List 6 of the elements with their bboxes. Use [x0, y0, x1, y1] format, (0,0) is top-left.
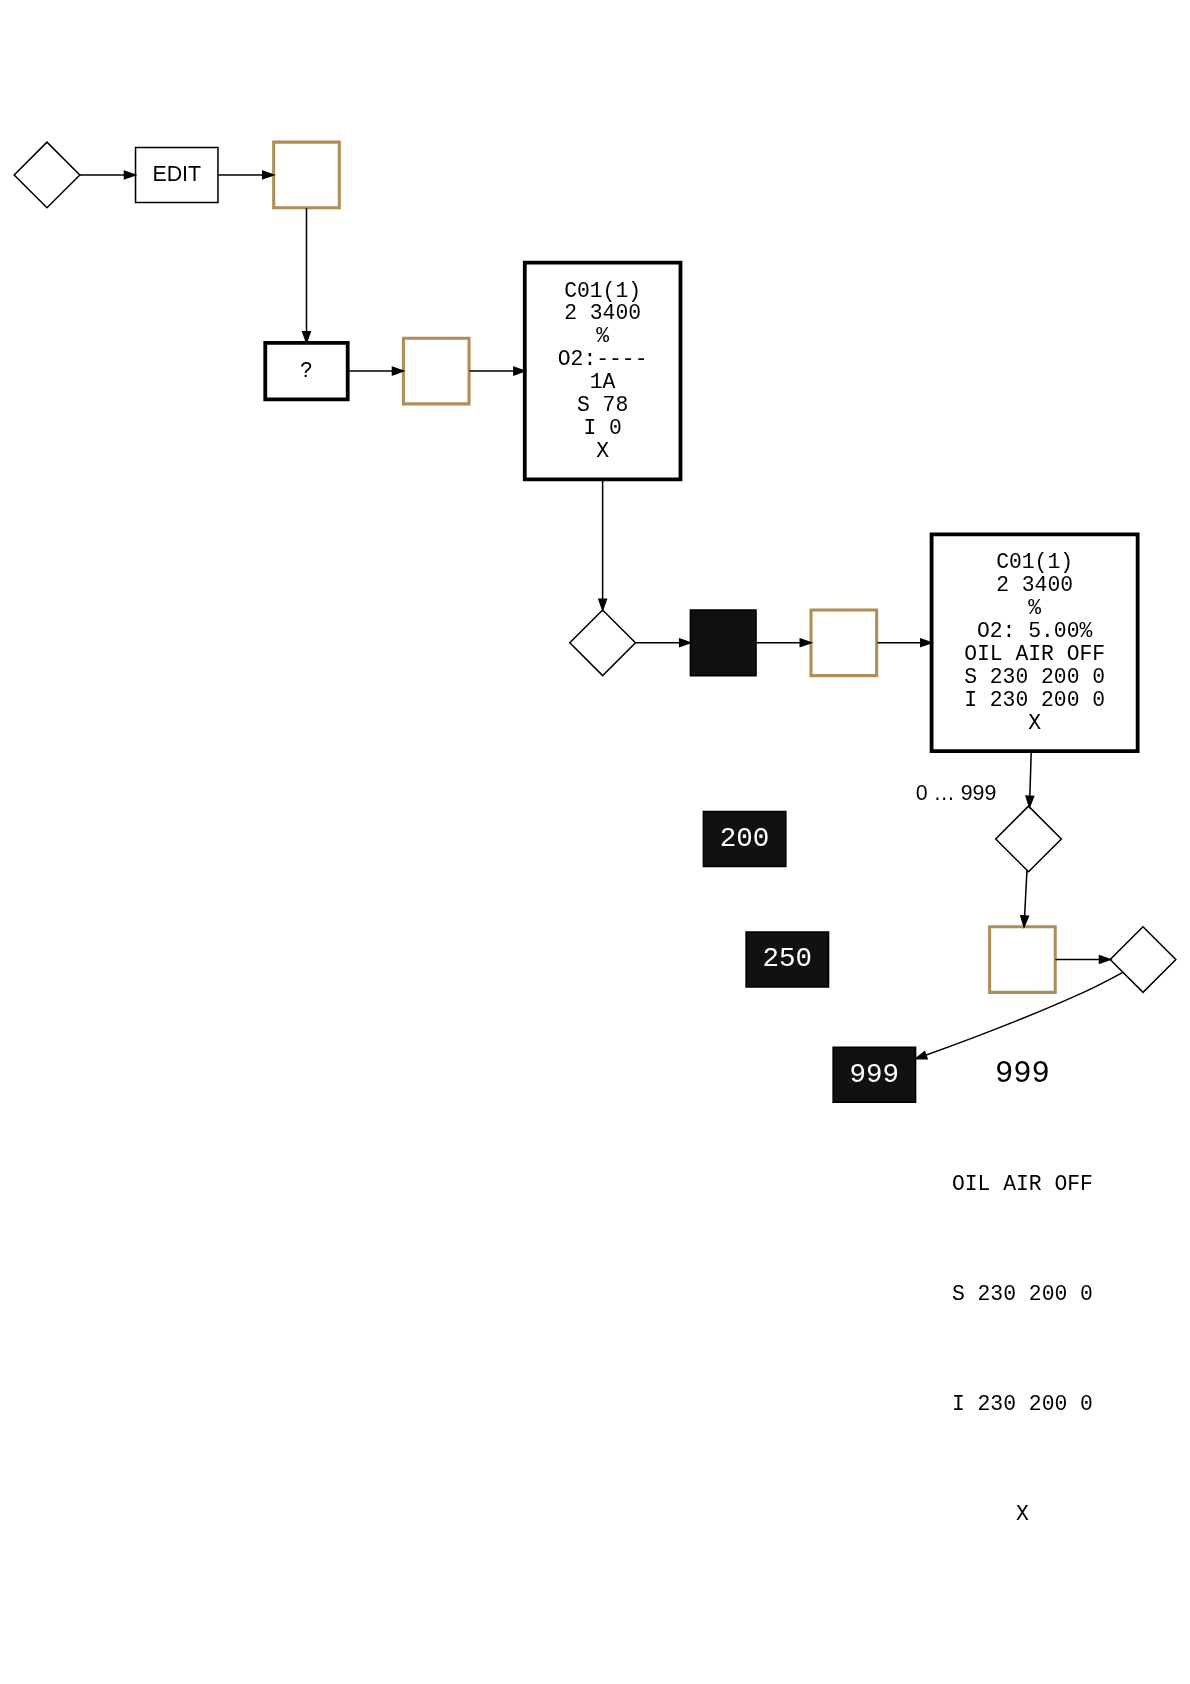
label: X	[1016, 1502, 1029, 1527]
label: S 230 200 0	[951, 1282, 1093, 1307]
label: I 230 200 0	[951, 1392, 1093, 1417]
label: 999	[994, 1057, 1050, 1092]
node-label: 0 … 999	[915, 781, 997, 806]
label: OIL AIR OFF	[951, 1172, 1093, 1197]
